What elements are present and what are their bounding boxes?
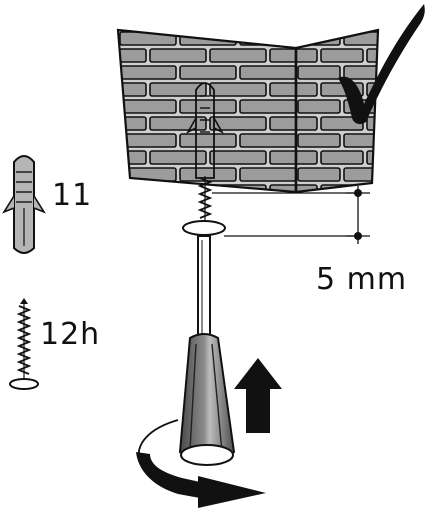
arrow-up-icon <box>234 358 282 433</box>
checkmark-icon <box>338 4 425 125</box>
screwdriver-icon <box>178 235 236 466</box>
rotate-clockwise-icon <box>136 419 266 508</box>
dimension-5mm <box>212 186 370 244</box>
brick-wall-icon <box>116 28 380 194</box>
screw-icon <box>9 298 39 390</box>
dimension-label: 5 mm <box>316 262 408 297</box>
screw-label: 12h <box>40 317 101 352</box>
wall-plug-icon <box>2 155 46 254</box>
wall-plug-label: 11 <box>52 178 93 213</box>
screw-in-wall <box>182 82 226 236</box>
